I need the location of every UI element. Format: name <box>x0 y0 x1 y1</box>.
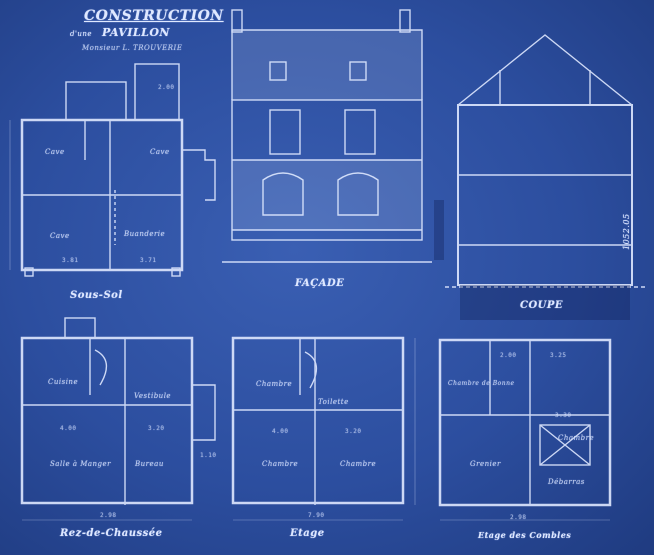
room-ground-2: Vestibule <box>134 392 172 400</box>
room-first-3: Chambre <box>262 460 299 468</box>
header-title: CONSTRUCTION <box>84 8 224 24</box>
dim-ground-2: 3.20 <box>148 425 165 432</box>
dim-basement-2: 3.81 <box>62 257 79 264</box>
dim-first-3: 7.90 <box>308 512 325 519</box>
caption-sous-sol: Sous-Sol <box>70 290 123 301</box>
reference-number: 1052.05 <box>622 213 631 250</box>
dim-first-2: 3.20 <box>345 428 362 435</box>
room-attic-4: Débarras <box>548 478 585 486</box>
caption-combles: Etage des Combles <box>478 530 572 540</box>
caption-facade: FAÇADE <box>295 278 345 289</box>
caption-coupe: COUPE <box>520 300 564 311</box>
ground-floor-plan <box>20 317 216 505</box>
room-basement-3: Cave <box>50 232 70 240</box>
basement-plan <box>20 63 216 277</box>
facade-elevation <box>222 9 432 263</box>
dim-ground-1: 4.00 <box>60 425 77 432</box>
dim-attic-4: 2.98 <box>510 514 527 521</box>
room-ground-4: Bureau <box>135 460 164 468</box>
dim-attic-2: 3.25 <box>550 352 567 359</box>
room-ground-1: Cuisine <box>48 378 79 386</box>
room-attic-3: Chambre <box>558 434 595 442</box>
room-first-4: Chambre <box>340 460 377 468</box>
dim-basement-3: 3.71 <box>140 257 157 264</box>
dim-basement-1: 2.00 <box>158 84 175 91</box>
room-first-2: Toilette <box>318 398 349 406</box>
header-note-prefix: d'une <box>70 30 93 38</box>
room-basement-1: Cave <box>45 148 65 156</box>
caption-etage: Etage <box>290 528 325 539</box>
room-first-1: Chambre <box>256 380 293 388</box>
dim-ground-4: 1.10 <box>200 452 217 459</box>
section-coupe <box>445 34 645 288</box>
dim-attic-1: 2.00 <box>500 352 517 359</box>
first-floor-plan <box>231 336 405 505</box>
room-attic-2: Grenier <box>470 460 501 468</box>
header-subtitle: PAVILLON <box>102 26 170 39</box>
dim-ground-3: 2.98 <box>100 512 117 519</box>
room-attic-1: Chambre de Bonne <box>448 380 515 387</box>
room-basement-4: Buanderie <box>124 230 166 238</box>
dim-first-1: 4.00 <box>272 428 289 435</box>
caption-rez: Rez-de-Chaussée <box>60 528 163 539</box>
header-owner-line: Monsieur L. TROUVERIE <box>82 44 183 52</box>
attic-plan <box>438 338 612 507</box>
dim-attic-3: 3.30 <box>555 412 572 419</box>
room-ground-3: Salle à Manger <box>50 460 112 468</box>
room-basement-2: Cave <box>150 148 170 156</box>
